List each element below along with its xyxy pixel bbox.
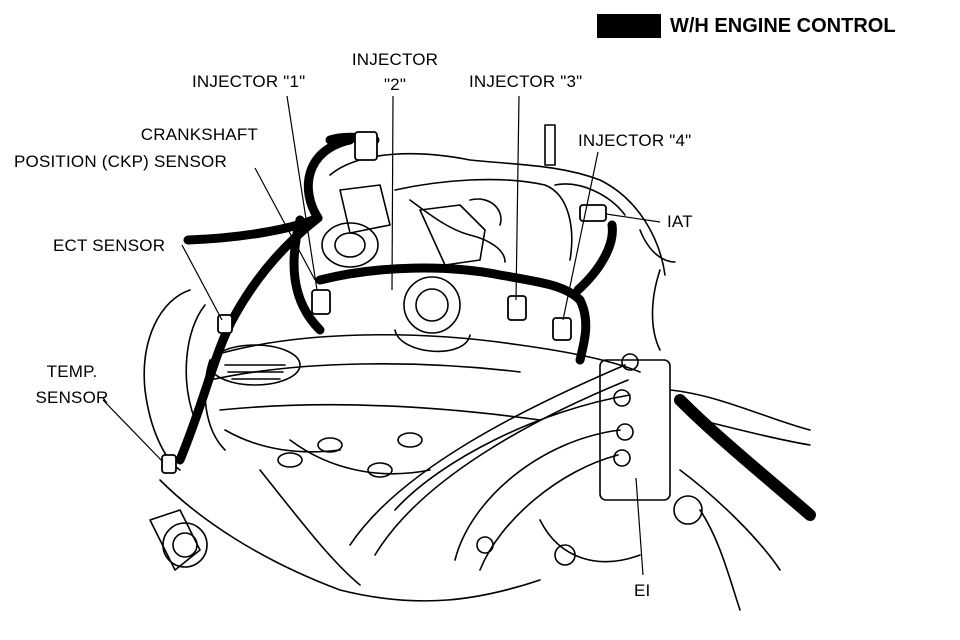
label-injector-4: INJECTOR "4" — [578, 131, 692, 150]
label-injector-2-line1: INJECTOR — [351, 50, 439, 69]
harness-legend-label: W/H ENGINE CONTROL — [670, 15, 896, 37]
leader-injector-2 — [391, 95, 394, 291]
leader-ei — [635, 477, 644, 576]
leader-temp-sensor — [102, 399, 164, 463]
engine-control-harness — [175, 132, 816, 521]
label-iat: IAT — [667, 212, 693, 231]
label-temp-line1: TEMP. — [46, 362, 98, 381]
leader-ckp-sensor — [254, 167, 316, 281]
label-injector-1: INJECTOR "1" — [192, 72, 306, 91]
label-ckp-line1: CRANKSHAFT — [140, 125, 258, 144]
leader-lines — [102, 95, 661, 576]
label-injector-3: INJECTOR "3" — [469, 72, 583, 91]
leader-injector-4 — [562, 151, 599, 321]
leader-injector-1 — [286, 95, 318, 291]
label-ect-sensor: ECT SENSOR — [53, 236, 166, 255]
leader-injector-3 — [515, 95, 520, 301]
label-ckp-line2: POSITION (CKP) SENSOR — [14, 152, 227, 171]
label-temp-line2: SENSOR — [35, 388, 109, 407]
engine-outline — [143, 124, 811, 611]
leader-iat — [605, 213, 661, 223]
harness-legend-swatch — [597, 14, 661, 38]
label-injector-2-line2: "2" — [383, 75, 407, 94]
label-ei: EI — [634, 581, 651, 600]
leader-ect-sensor — [181, 244, 223, 321]
